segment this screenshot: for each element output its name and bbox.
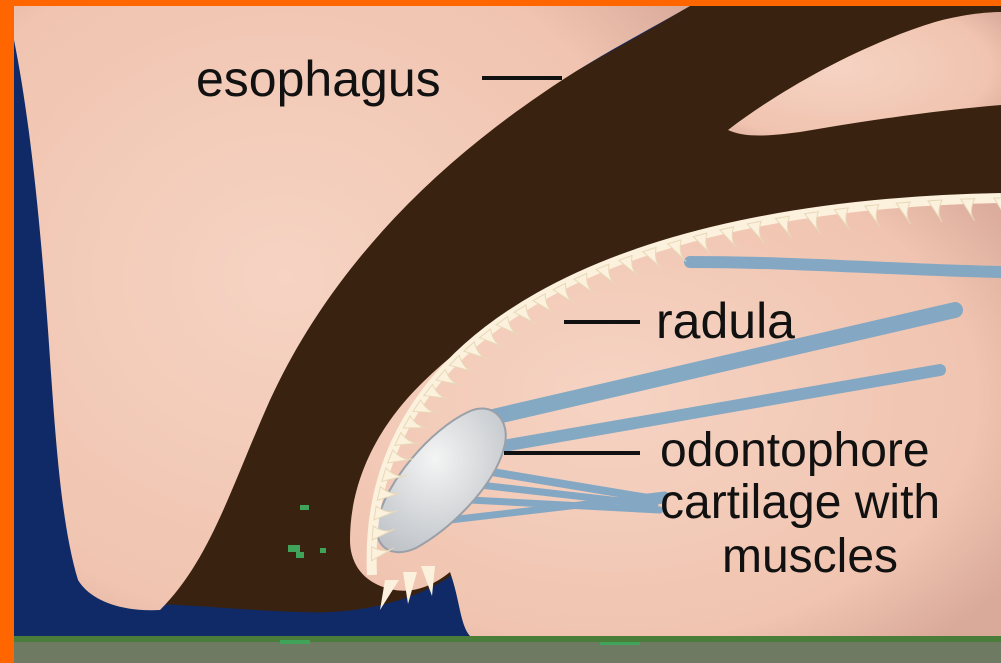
cartilage-label-line3: muscles [722, 530, 898, 583]
food-particle [300, 505, 309, 510]
food-particle [288, 545, 300, 552]
esophagus-label: esophagus [196, 51, 441, 107]
cartilage-label-line1: odontophore [660, 424, 930, 477]
food-particle [296, 552, 304, 558]
food-particle [280, 640, 310, 644]
substrate-top-edge [14, 636, 1001, 642]
cartilage-label-line2: cartilage with [660, 476, 940, 529]
food-particle [320, 548, 326, 553]
radula-label: radula [656, 293, 795, 349]
substrate [14, 640, 1001, 663]
food-particle [600, 642, 640, 645]
